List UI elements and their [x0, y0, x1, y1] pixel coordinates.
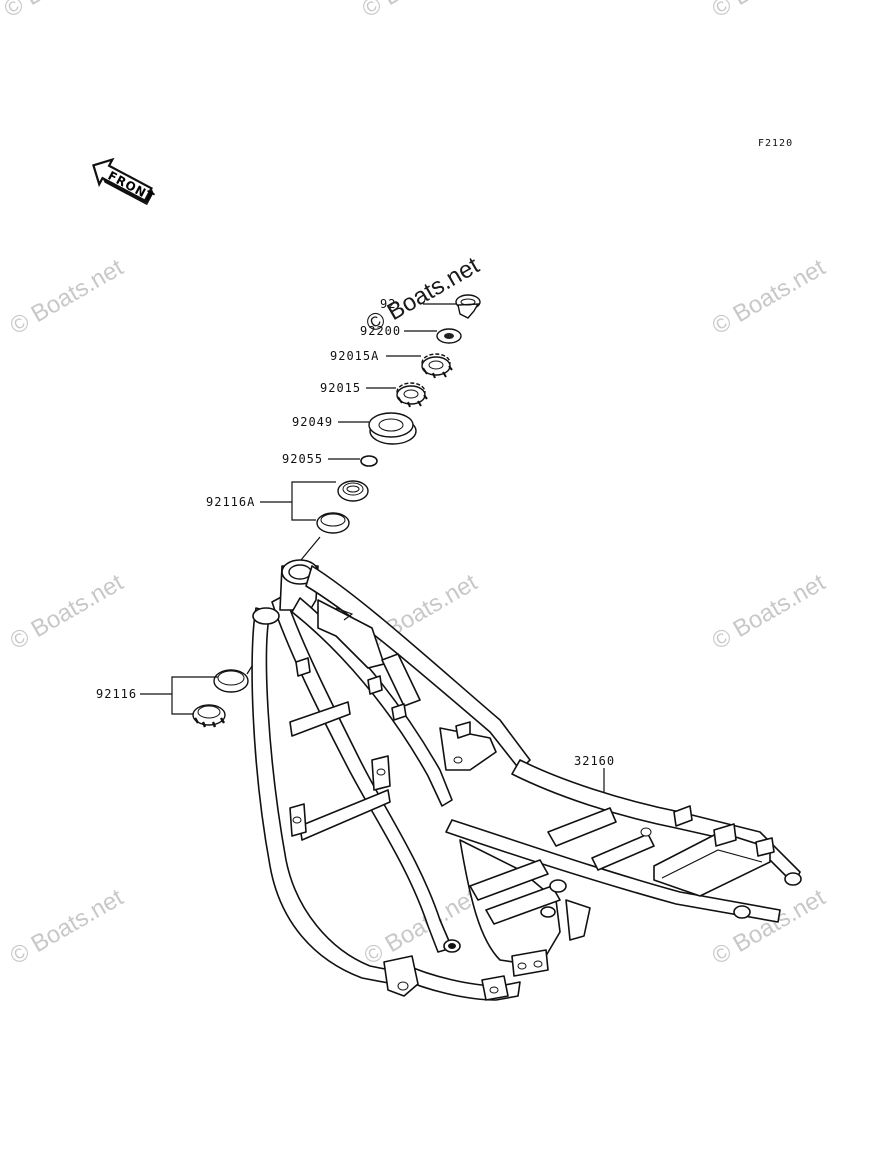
watermark: © Boats.net: [0, 0, 122, 23]
callout-32160: 32160: [574, 754, 615, 768]
nut-92015: [396, 382, 428, 408]
callout-92116a: 92116A: [206, 495, 255, 509]
motorcycle-frame-32160: [251, 559, 802, 1001]
watermark: © Boats.net: [708, 884, 831, 970]
figure-code: F2120: [758, 138, 793, 149]
watermark: © Boats.net: [6, 569, 129, 655]
callout-92055: 92055: [282, 452, 323, 466]
nut-92015a: [421, 353, 453, 379]
watermark: © Boats.net: [6, 254, 129, 340]
leader-lines: [140, 303, 605, 810]
o-ring-92055: [360, 455, 378, 467]
watermark: © Boats.net: [360, 569, 483, 655]
watermark: © Boats.net: [708, 254, 831, 340]
bearing-92116-lower: [192, 704, 226, 728]
race-92116-lower: [213, 669, 249, 693]
callout-top-screw: 92: [380, 297, 396, 311]
callout-92015a: 92015A: [330, 349, 379, 363]
callout-92049: 92049: [292, 415, 333, 429]
stem-cap-screw: [455, 294, 481, 319]
callout-92015: 92015: [320, 381, 361, 395]
watermark: © Boats.net: [358, 0, 481, 23]
washer-92200: [436, 328, 462, 344]
steering-stem-parts: [192, 294, 481, 728]
callout-92200: 92200: [360, 324, 401, 338]
watermark: © Boats.net: [708, 0, 831, 23]
callout-92116: 92116: [96, 687, 137, 701]
watermark: © Boats.net: [6, 884, 129, 970]
front-arrow-icon: FRONT: [92, 157, 157, 206]
part-callouts: 92 92200 92015A 92015 92049 92055 92116A…: [96, 297, 615, 768]
watermark: © Boats.net: [708, 569, 831, 655]
bearing-92116a-upper: [337, 480, 369, 502]
seal-92049: [368, 412, 417, 445]
race-92116a: [316, 512, 350, 534]
